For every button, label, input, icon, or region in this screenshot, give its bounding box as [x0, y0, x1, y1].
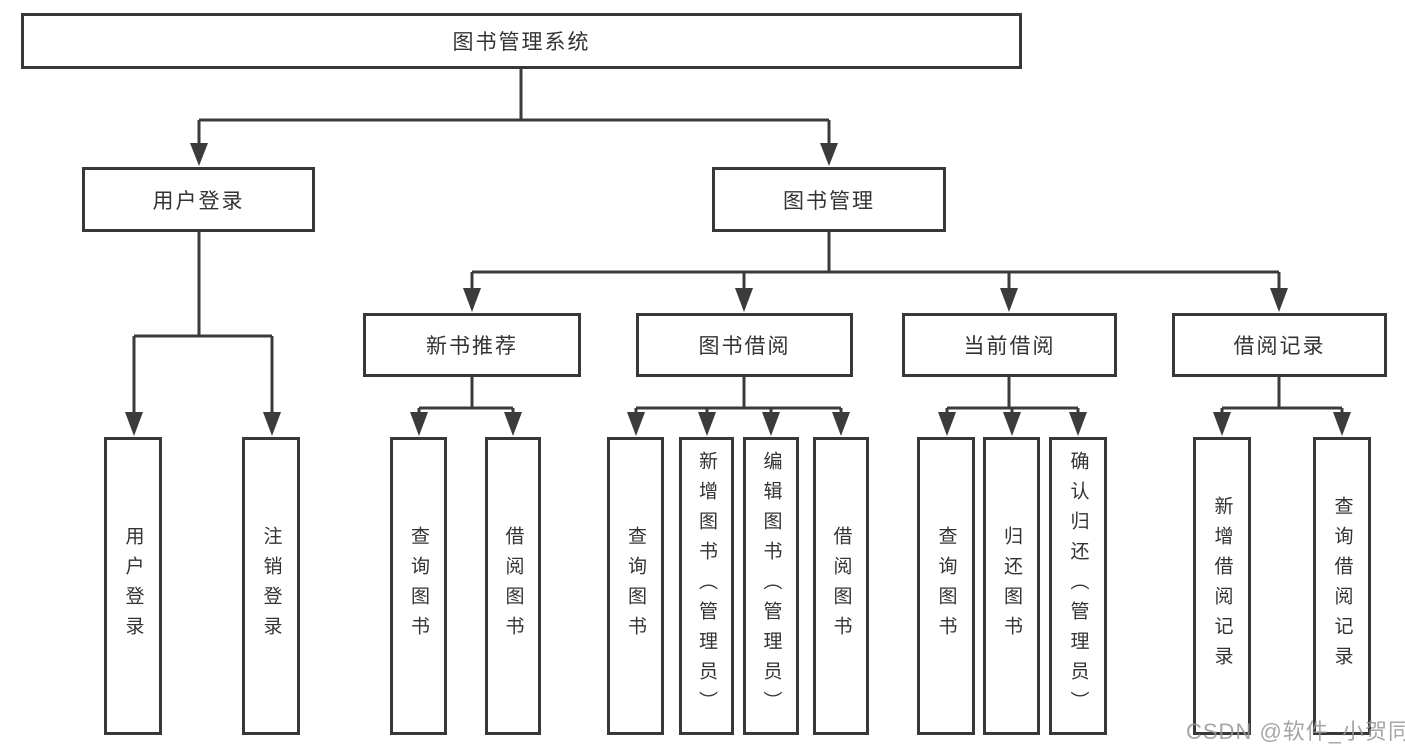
node-book-borrow: 图书借阅 [636, 313, 853, 377]
node-user-login: 用户登录 [82, 167, 315, 232]
leaf-confirm-return-admin-label: 确认归还（管理员） [1067, 451, 1089, 721]
watermark: CSDN @软件_小贺同学 [1186, 719, 1405, 744]
leaf-query-books-borrow-label: 查询图书 [625, 526, 646, 646]
node-root-label: 图书管理系统 [452, 31, 591, 54]
leaf-borrow-books: 借阅图书 [813, 437, 869, 735]
node-borrow-records-label: 借阅记录 [1233, 335, 1326, 358]
node-book-management-label: 图书管理 [783, 189, 875, 213]
leaf-query-borrow-record: 查询借阅记录 [1313, 437, 1371, 735]
leaf-query-borrow-record-label: 查询借阅记录 [1331, 496, 1353, 676]
leaf-logout-label: 注销登录 [260, 526, 282, 646]
node-borrow-records: 借阅记录 [1172, 313, 1387, 377]
leaf-query-books-recommend-label: 查询图书 [408, 526, 429, 646]
leaf-edit-book-admin: 编辑图书（管理员） [743, 437, 799, 735]
leaf-borrow-books-recommend: 借阅图书 [485, 437, 541, 735]
leaf-return-book-label: 归还图书 [1001, 526, 1022, 646]
node-book-management: 图书管理 [712, 167, 946, 232]
leaf-add-borrow-record-label: 新增借阅记录 [1211, 496, 1233, 676]
leaf-query-books-recommend: 查询图书 [390, 437, 447, 735]
leaf-edit-book-admin-label: 编辑图书（管理员） [760, 451, 782, 721]
node-current-borrow: 当前借阅 [902, 313, 1117, 377]
node-book-borrow-label: 图书借阅 [698, 335, 791, 358]
leaf-user-login: 用户登录 [104, 437, 162, 735]
arrowheads [125, 143, 1351, 436]
node-current-borrow-label: 当前借阅 [963, 335, 1056, 358]
leaf-query-books-current-label: 查询图书 [935, 526, 957, 646]
leaf-borrow-books-label: 借阅图书 [830, 526, 852, 646]
node-root: 图书管理系统 [21, 13, 1022, 69]
leaf-query-books-current: 查询图书 [917, 437, 975, 735]
leaf-logout: 注销登录 [242, 437, 300, 735]
node-new-book-recommend: 新书推荐 [363, 313, 581, 377]
leaf-user-login-label: 用户登录 [122, 526, 144, 646]
leaf-query-books-borrow: 查询图书 [607, 437, 664, 735]
node-user-login-label: 用户登录 [152, 189, 245, 213]
leaf-confirm-return-admin: 确认归还（管理员） [1049, 437, 1107, 735]
leaf-borrow-books-recommend-label: 借阅图书 [502, 526, 524, 646]
leaf-add-borrow-record: 新增借阅记录 [1193, 437, 1251, 735]
leaf-add-book-admin: 新增图书（管理员） [679, 437, 734, 735]
leaf-add-book-admin-label: 新增图书（管理员） [696, 451, 717, 721]
leaf-return-book: 归还图书 [983, 437, 1040, 735]
node-new-book-recommend-label: 新书推荐 [426, 335, 518, 358]
